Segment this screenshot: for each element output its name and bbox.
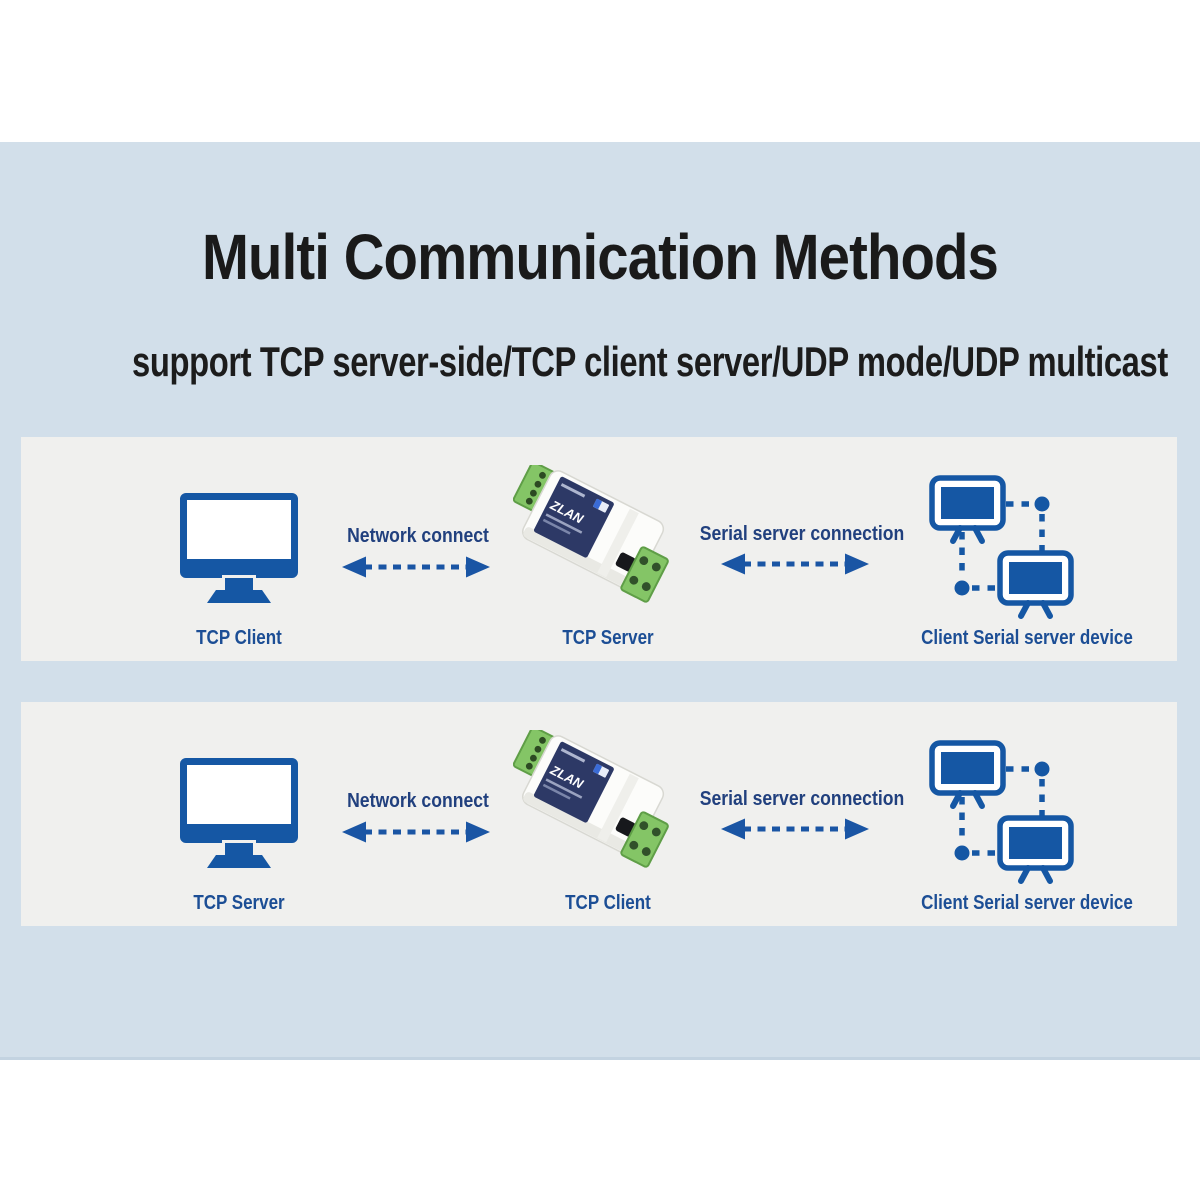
double-arrow-icon (342, 821, 490, 843)
monitor-stand-neck (222, 840, 256, 858)
connector-node-dot (954, 845, 970, 861)
module-label (533, 476, 614, 558)
left-device-caption: TCP Client (196, 627, 282, 649)
monitor-stand-neck (222, 575, 256, 593)
computer-monitor-icon (180, 758, 298, 868)
serial-device-cluster-icon (929, 475, 1074, 619)
double-arrow-icon (721, 818, 869, 840)
double-arrow-icon (342, 556, 490, 578)
monitor-frame (180, 493, 298, 578)
monitor-stand-base (207, 855, 271, 868)
module-caption: TCP Server (562, 627, 654, 649)
connector-node-dot (1034, 761, 1050, 777)
serial-server-module-icon: ZLAN (513, 730, 669, 868)
serial-connection-label: Serial server connection (699, 523, 905, 545)
monitor-chin (187, 824, 291, 836)
page-subtitle: support TCP server-side/TCP client serve… (132, 338, 1168, 385)
terminal-block-right (620, 546, 669, 603)
network-connect-label: Network connect (347, 525, 489, 547)
monitor-chin (187, 559, 291, 571)
module-label (533, 741, 614, 823)
connector-node-dot (954, 580, 970, 596)
diagram-row-tcp-client-to-server: TCP Client Network connect (21, 437, 1177, 661)
connector-node-dot (1034, 496, 1050, 512)
diagram-row-tcp-server-to-client: TCP Server Network connect (21, 702, 1177, 926)
monitor-frame (180, 758, 298, 843)
serial-connection-label: Serial server connection (699, 788, 905, 810)
right-device-caption: Client Serial server device (921, 627, 1133, 649)
serial-device-cluster-icon (929, 740, 1074, 884)
left-device-caption: TCP Server (193, 892, 285, 914)
serial-server-module-icon: ZLAN (513, 465, 669, 603)
double-arrow-icon (721, 553, 869, 575)
hero-band: Multi Communication Methods support TCP … (0, 142, 1200, 1060)
computer-monitor-icon (180, 493, 298, 603)
right-device-caption: Client Serial server device (921, 892, 1133, 914)
page-title: Multi Communication Methods (202, 221, 999, 293)
terminal-block-right (620, 811, 669, 868)
network-connect-label: Network connect (347, 790, 489, 812)
monitor-stand-base (207, 590, 271, 603)
module-caption: TCP Client (565, 892, 651, 914)
